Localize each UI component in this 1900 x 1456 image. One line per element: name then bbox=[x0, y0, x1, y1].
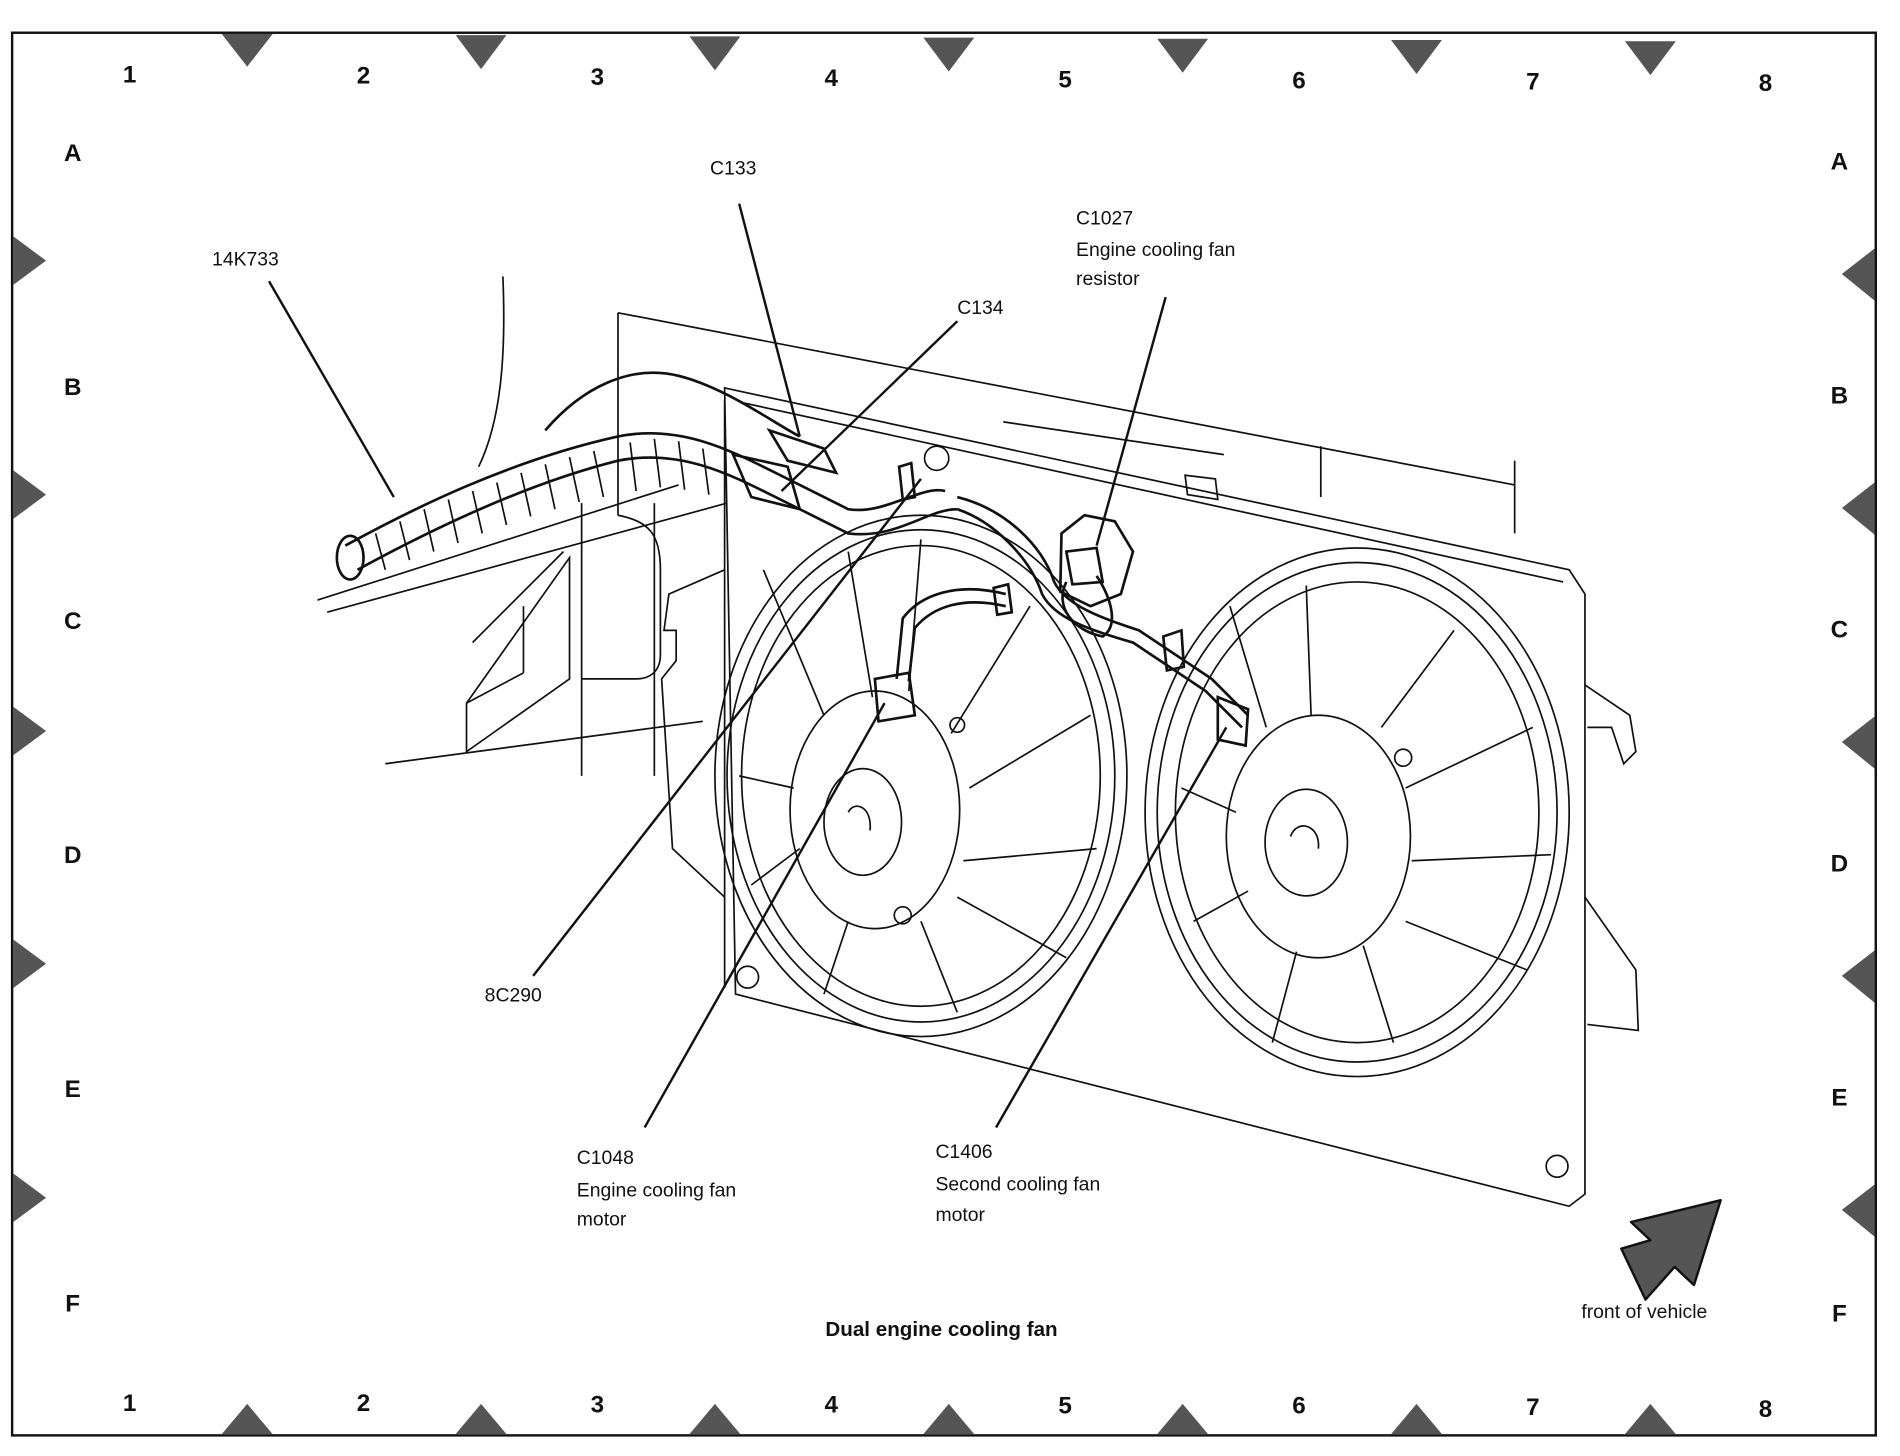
grid-marker bbox=[1841, 248, 1875, 301]
column-label: 3 bbox=[591, 1391, 604, 1418]
leader-C134 bbox=[780, 320, 959, 492]
leader-8C290 bbox=[532, 478, 922, 977]
grid-marker bbox=[13, 706, 47, 756]
grid-marker bbox=[923, 1403, 975, 1435]
grid-marker bbox=[1841, 1184, 1875, 1237]
column-label: 5 bbox=[1058, 1393, 1071, 1420]
leader-C133 bbox=[737, 203, 801, 437]
grid-marker bbox=[1841, 482, 1875, 535]
grid-marker bbox=[221, 33, 273, 67]
row-label: B bbox=[64, 374, 82, 401]
column-label: 6 bbox=[1292, 67, 1305, 94]
right-cooling-fan bbox=[1144, 547, 1571, 1078]
right-grid-markers bbox=[1841, 248, 1875, 1237]
row-label: F bbox=[1832, 1300, 1847, 1327]
row-labels-left: A B C D E F bbox=[64, 140, 82, 1318]
column-labels-bottom: 1 2 3 4 5 6 7 8 bbox=[123, 1390, 1772, 1423]
callout-label-C1048: C1048 bbox=[577, 1147, 634, 1169]
callout-leaders bbox=[267, 203, 1228, 1129]
column-label: 7 bbox=[1526, 1394, 1539, 1421]
leader-C1027 bbox=[1095, 296, 1167, 546]
grid-marker bbox=[923, 37, 975, 72]
callout-desc-C1027-2: resistor bbox=[1076, 268, 1140, 290]
callout-label-8C290: 8C290 bbox=[485, 984, 542, 1006]
grid-marker bbox=[221, 1403, 273, 1435]
grid-marker bbox=[1841, 950, 1875, 1003]
grid-marker bbox=[13, 236, 47, 285]
callout-label-C134: C134 bbox=[957, 297, 1004, 319]
callout-desc-C1048: Engine cooling fan bbox=[577, 1180, 736, 1202]
grid-marker bbox=[1391, 40, 1442, 74]
grid-marker bbox=[455, 1403, 507, 1435]
column-label: 8 bbox=[1759, 70, 1772, 97]
column-label: 2 bbox=[357, 63, 370, 90]
column-label: 7 bbox=[1526, 69, 1539, 96]
callout-desc-C1048-2: motor bbox=[577, 1209, 627, 1231]
column-label: 6 bbox=[1292, 1393, 1305, 1420]
column-label: 3 bbox=[591, 64, 604, 91]
grid-marker bbox=[1624, 1403, 1676, 1435]
callout-desc-C1406: Second cooling fan bbox=[935, 1173, 1100, 1195]
grid-marker bbox=[13, 939, 47, 989]
row-label: A bbox=[1831, 149, 1849, 176]
grid-marker bbox=[13, 470, 47, 519]
callout-label-C1406: C1406 bbox=[935, 1141, 992, 1163]
grid-marker bbox=[1391, 1403, 1442, 1435]
column-label: 2 bbox=[357, 1390, 370, 1417]
callout-label-C1027: C1027 bbox=[1076, 207, 1133, 229]
column-label: 1 bbox=[123, 1390, 136, 1417]
callout-label-C133: C133 bbox=[710, 158, 756, 180]
column-label: 5 bbox=[1058, 66, 1071, 93]
wiring-harness bbox=[335, 371, 1250, 748]
leader-14K733 bbox=[267, 280, 395, 498]
column-label: 4 bbox=[825, 65, 839, 92]
grid-marker bbox=[13, 1173, 47, 1223]
row-label: E bbox=[1831, 1085, 1847, 1112]
row-label: C bbox=[1831, 617, 1849, 644]
arrow-up-right-icon bbox=[1620, 1198, 1722, 1301]
front-of-vehicle-label: front of vehicle bbox=[1581, 1301, 1707, 1323]
leader-C1048 bbox=[643, 702, 886, 1129]
row-label: D bbox=[64, 842, 82, 869]
column-label: 4 bbox=[825, 1391, 839, 1418]
column-labels-top: 1 2 3 4 5 6 7 8 bbox=[123, 61, 1772, 96]
diagram-title: Dual engine cooling fan bbox=[825, 1318, 1057, 1341]
row-label: A bbox=[64, 140, 82, 167]
grid-marker bbox=[689, 36, 741, 71]
row-label: D bbox=[1831, 851, 1849, 878]
fan-shroud bbox=[660, 386, 1640, 1208]
grid-marker bbox=[455, 35, 507, 70]
row-labels-right: A B C D E F bbox=[1831, 149, 1849, 1328]
bottom-grid-markers bbox=[221, 1403, 1676, 1435]
diagram-frame bbox=[10, 31, 1877, 1437]
row-label: C bbox=[64, 608, 82, 635]
top-grid-markers bbox=[221, 33, 1676, 76]
callout-label-14K733: 14K733 bbox=[212, 248, 279, 270]
front-of-vehicle-indicator: front of vehicle bbox=[1581, 1198, 1722, 1323]
row-label: B bbox=[1831, 383, 1849, 410]
grid-marker bbox=[1157, 38, 1209, 73]
callout-desc-C1406-2: motor bbox=[935, 1204, 985, 1226]
callout-desc-C1027: Engine cooling fan bbox=[1076, 239, 1235, 261]
vehicle-body-structure bbox=[317, 276, 1516, 776]
callout-labels: 14K733 C133 C134 C1027 Engine cooling fa… bbox=[212, 158, 1235, 1231]
column-label: 8 bbox=[1759, 1396, 1772, 1423]
grid-marker bbox=[1157, 1403, 1209, 1435]
left-grid-markers bbox=[13, 236, 47, 1223]
leader-C1406 bbox=[994, 726, 1228, 1129]
grid-marker bbox=[689, 1403, 741, 1435]
row-label: F bbox=[65, 1291, 80, 1318]
grid-marker bbox=[1841, 716, 1875, 769]
column-label: 1 bbox=[123, 61, 136, 88]
row-label: E bbox=[65, 1076, 81, 1103]
grid-marker bbox=[1624, 41, 1676, 76]
